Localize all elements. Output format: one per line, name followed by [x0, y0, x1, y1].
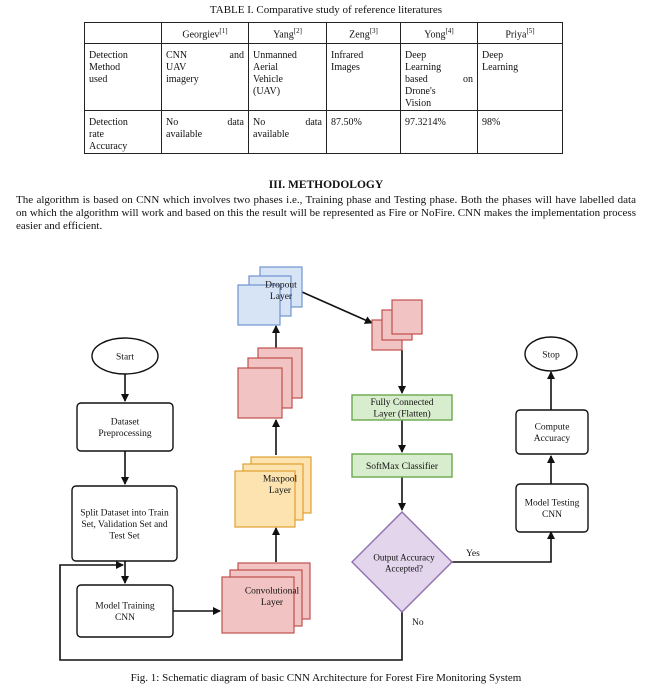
dropout-layer-stack-sheet — [237, 284, 281, 326]
stop-node-shape — [524, 336, 578, 372]
dataset-preprocessing-box-shape — [76, 402, 174, 452]
maxpool-layer-stack-sheet — [234, 470, 296, 528]
compute-accuracy-box-shape — [515, 409, 589, 455]
maxpool-layer-stack — [234, 456, 312, 528]
stop-node-label: Stop — [542, 350, 560, 360]
decision-diamond-shape — [351, 511, 453, 613]
fully-connected-box-shape — [351, 394, 453, 421]
conv-layer-stack-sheet — [221, 576, 295, 634]
model-training-box-shape — [76, 584, 174, 638]
methodology-paragraph: The algorithm is based on CNN which invo… — [16, 194, 636, 232]
edge-no-to-training — [59, 561, 403, 661]
table-header-zeng: Zeng[3] — [326, 21, 401, 45]
table-header-empty — [84, 21, 162, 45]
table-cell: 87.50% — [326, 110, 401, 155]
softmax-box: SoftMax Classifier — [351, 453, 453, 478]
figure-caption: Fig. 1: Schematic diagram of basic CNN A… — [130, 672, 522, 684]
edge-yes-to-testing — [452, 531, 555, 563]
split-dataset-box-shape — [71, 485, 178, 562]
feature-map-stack-sheet — [237, 367, 283, 419]
table-cell: 97.3214% — [400, 110, 478, 155]
table-cell: 98% — [477, 110, 563, 155]
softmax-box-shape — [351, 453, 453, 478]
table-header-georgiev: Georgiev[1] — [161, 21, 249, 45]
section-heading: III. METHODOLOGY — [268, 179, 384, 191]
stop-node: Stop — [524, 336, 578, 372]
model-testing-box-shape — [515, 483, 589, 533]
table-header-priya: Priya[5] — [477, 21, 563, 45]
table-header-yong: Yong[4] — [400, 21, 478, 45]
start-node-label: Start — [116, 352, 134, 362]
flatten-input-sheet — [391, 299, 423, 335]
table-header-row: Georgiev[1]Yang[2]Zeng[3]Yong[4]Priya[5] — [84, 21, 563, 45]
table-caption: TABLE I. Comparative study of reference … — [209, 4, 443, 16]
comparison-table: Georgiev[1]Yang[2]Zeng[3]Yong[4]Priya[5]… — [84, 21, 563, 155]
conv-layer-stack — [221, 562, 311, 634]
edge-dropout-to-flatten-input — [301, 291, 373, 324]
start-node: Start — [91, 337, 159, 375]
feature-map-stack — [237, 347, 303, 419]
dropout-layer-stack — [237, 266, 303, 326]
softmax-box-label: SoftMax Classifier — [366, 461, 439, 472]
no-label: No — [412, 618, 424, 628]
table-header-yang: Yang[2] — [248, 21, 327, 45]
yes-label: Yes — [466, 549, 480, 559]
start-node-shape — [91, 337, 159, 375]
